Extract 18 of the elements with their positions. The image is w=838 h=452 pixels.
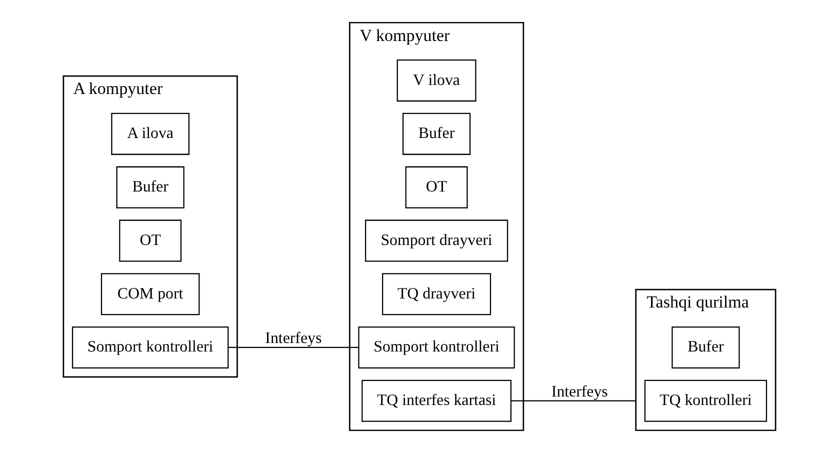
node-box: Somport drayveri <box>364 219 508 262</box>
node-box: TQ kontrolleri <box>644 379 767 422</box>
connector <box>510 400 636 401</box>
node-box: Bufer <box>402 112 470 154</box>
connector <box>228 346 358 348</box>
node-box: A ilova <box>110 112 189 154</box>
edge-label: Interfeys <box>264 330 322 347</box>
node-box: Somport kontrolleri <box>358 326 514 368</box>
edge-label: Interfeys <box>550 383 608 400</box>
node-box: TQ drayveri <box>382 272 491 315</box>
node-box: Bufer <box>671 326 740 368</box>
node-box: OT <box>404 166 468 208</box>
node-box: OT <box>118 219 182 262</box>
node-box: Somport kontrolleri <box>71 326 228 368</box>
node-box: COM port <box>100 272 200 315</box>
node-box: V ilova <box>396 59 476 102</box>
node-box: Bufer <box>116 166 184 208</box>
node-box: TQ interfes kartasi <box>361 379 511 422</box>
